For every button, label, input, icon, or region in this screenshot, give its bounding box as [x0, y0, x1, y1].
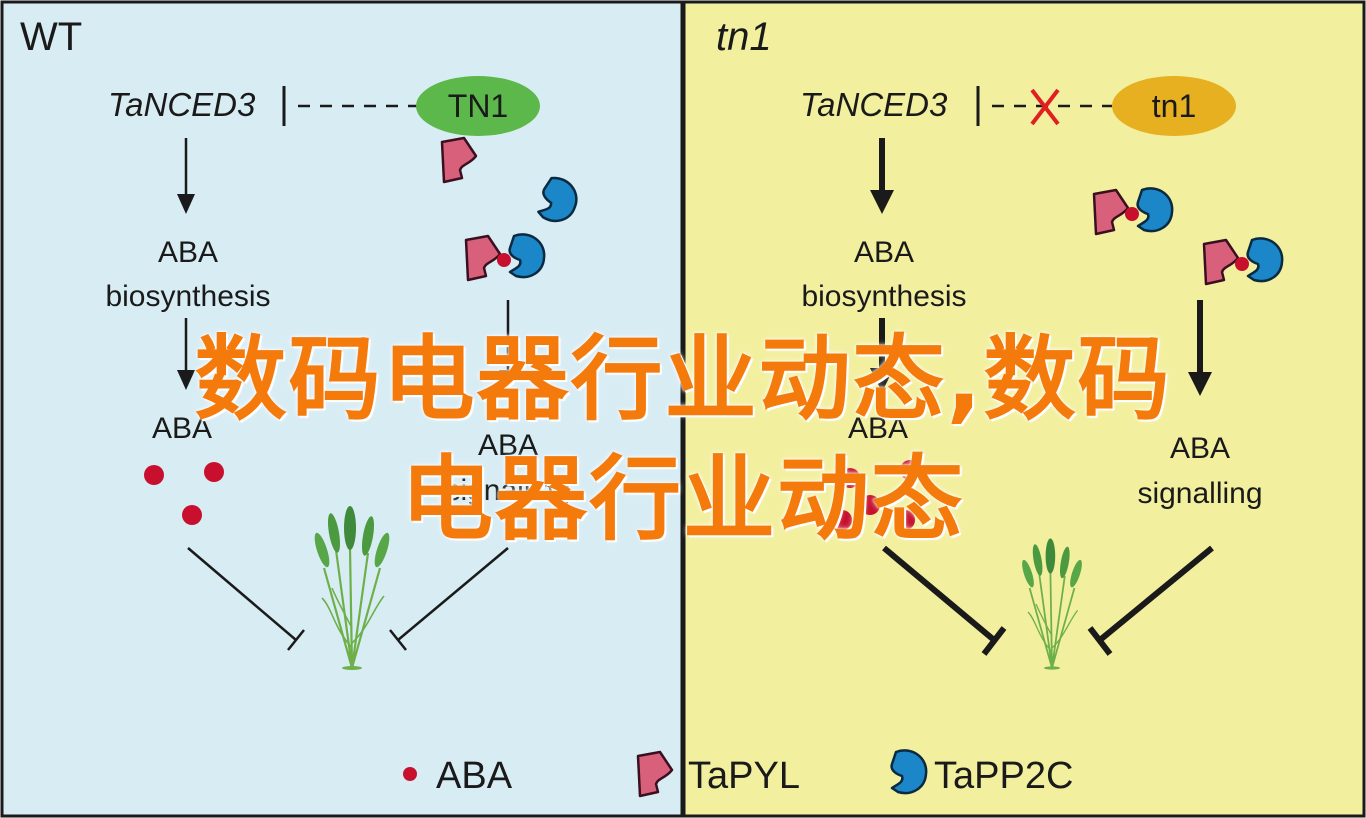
- left-aba-molecule-1: [144, 465, 164, 485]
- left-aba-signalling-2: signalling: [445, 474, 570, 507]
- right-arrow-3-head: [1188, 372, 1212, 396]
- right-inhibit-bar-1: [981, 626, 1007, 656]
- legend-aba-icon: [403, 767, 417, 781]
- tn1-mutant-protein: [1112, 76, 1236, 136]
- right-aba-molecule-3: [860, 495, 880, 515]
- right-inhibit-line-2: [1098, 545, 1214, 643]
- legend-pyl-label: TaPYL: [688, 755, 800, 797]
- left-aba-molecule-3: [182, 505, 202, 525]
- left-arrow-2-head: [177, 370, 195, 390]
- right-aba-biosynthesis-1: ABA: [854, 236, 914, 269]
- right-arrow-2-head: [870, 368, 894, 392]
- left-inhibit-bar-1: [287, 629, 305, 651]
- right-aba-molecule-5: [832, 510, 852, 530]
- legend-pp2c-label: TaPP2C: [934, 755, 1073, 797]
- left-aba-signalling-1: ABA: [478, 429, 538, 462]
- right-aba-signalling-2: signalling: [1137, 477, 1262, 510]
- tn1-protein-label: TN1: [448, 88, 508, 124]
- right-aba-biosynthesis-2: biosynthesis: [801, 280, 966, 313]
- legend: ABA TaPYL TaPP2C: [403, 749, 1073, 798]
- tn1-protein: [416, 76, 540, 136]
- left-arrow-3-head: [499, 370, 517, 390]
- right-aba-molecule-4: [895, 510, 915, 530]
- left-aba-molecule-2: [204, 462, 224, 482]
- left-inhibit-line-2: [397, 547, 509, 641]
- left-panel: [0, 0, 684, 818]
- left-arrow-1-head: [177, 194, 195, 214]
- binding-blocked-x-icon: [1030, 88, 1060, 126]
- left-aba-biosynthesis-2: biosynthesis: [105, 280, 270, 313]
- left-panel-title: WT: [20, 15, 82, 59]
- right-aba-signalling-1: ABA: [1170, 432, 1230, 465]
- right-panel-title: tn1: [716, 15, 772, 59]
- legend-pp2c-icon: [890, 749, 928, 795]
- left-aba-label: ABA: [152, 412, 212, 445]
- right-aba-molecule-2: [900, 460, 920, 480]
- right-arrow-1-head: [870, 190, 894, 214]
- tn1-mutant-protein-label: tn1: [1152, 88, 1196, 124]
- right-gene-label: TaNCED3: [800, 86, 948, 123]
- right-aba-label: ABA: [848, 412, 908, 445]
- legend-aba-label: ABA: [436, 755, 513, 797]
- right-panel: [682, 0, 1366, 818]
- left-inhibit-bar-2: [389, 629, 407, 651]
- right-aba-molecule-1: [840, 468, 860, 488]
- right-inhibit-bar-2: [1087, 626, 1113, 656]
- right-inhibit-line-1: [882, 545, 996, 643]
- left-gene-label: TaNCED3: [108, 86, 256, 123]
- left-inhibit-line-1: [187, 547, 297, 641]
- left-aba-biosynthesis-1: ABA: [158, 236, 218, 269]
